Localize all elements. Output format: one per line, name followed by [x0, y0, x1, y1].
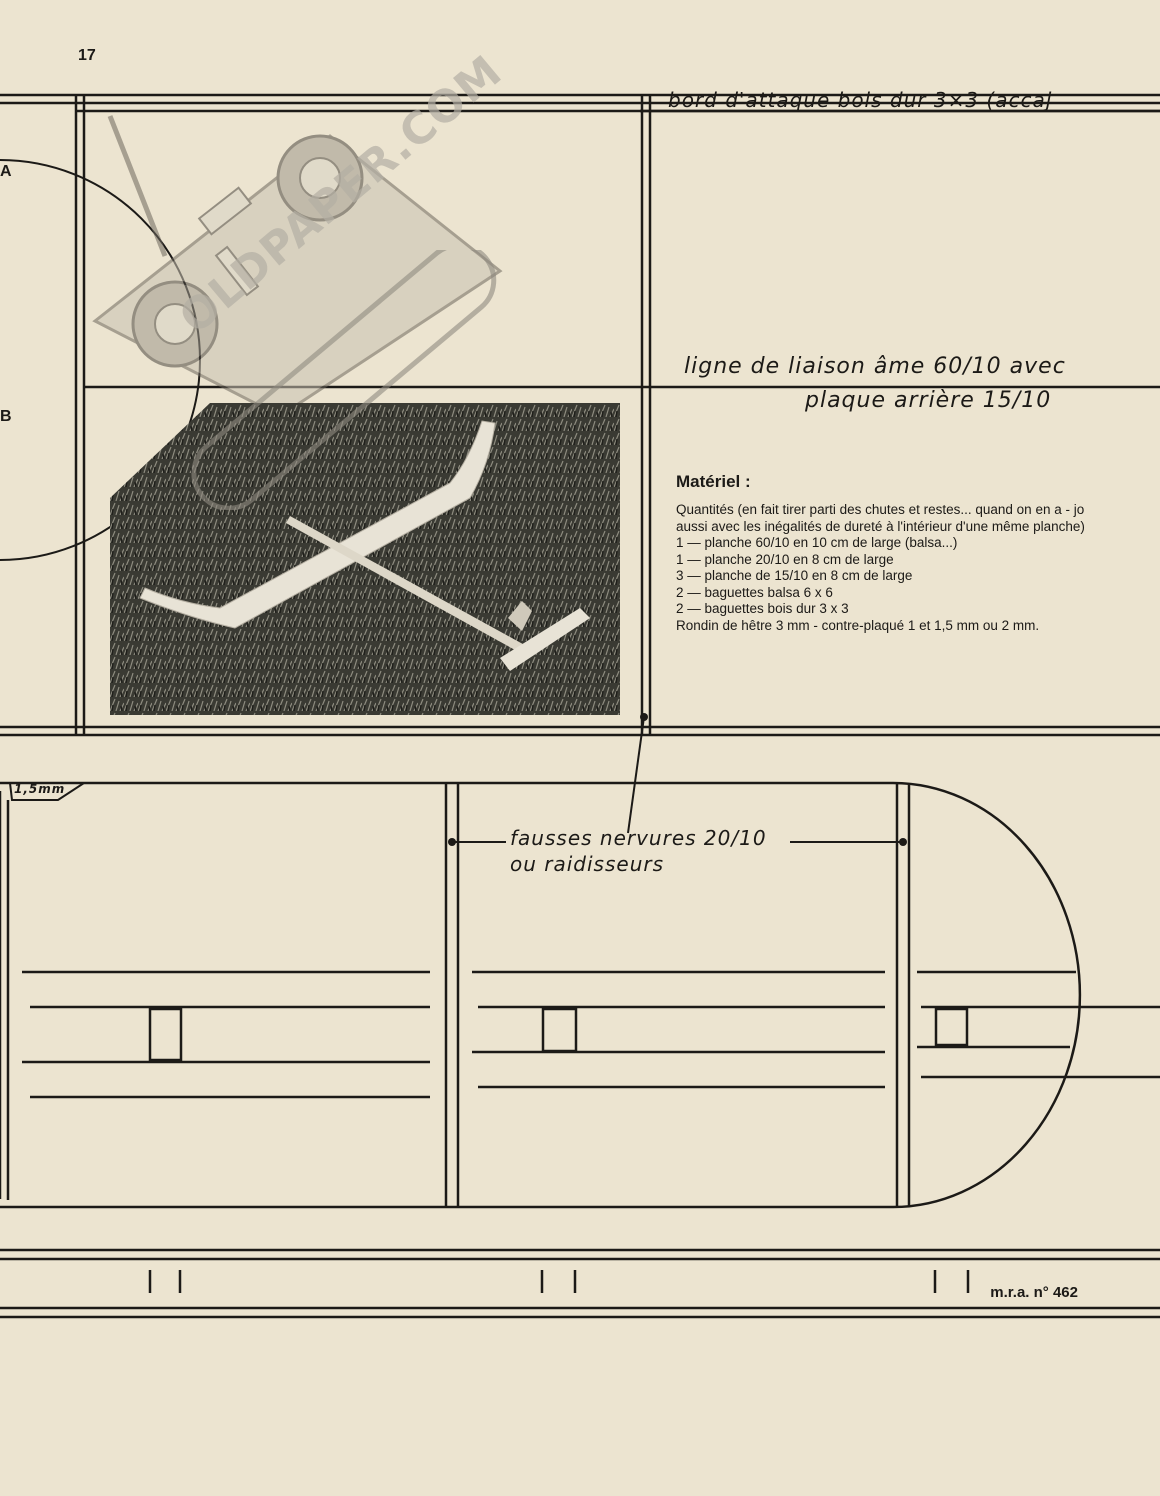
materiel-list: 1 — planche 60/10 en 10 cm de large (bal… — [676, 535, 1160, 618]
thickness-label: 1,5mm — [14, 782, 66, 796]
materiel-item: 3 — planche de 15/10 en 8 cm de large — [676, 568, 913, 583]
materiel-item: 1 — planche 20/10 en 8 cm de large — [676, 551, 894, 567]
materiel-item: 2 — baguettes bois dur 3 x 3 — [676, 601, 849, 616]
materiel-intro-line2: aussi avec les inégalités de dureté à l'… — [676, 518, 1085, 534]
materiel-intro-line1: Quantités (en fait tirer parti des chute… — [676, 502, 1085, 517]
page-number: 17 — [78, 47, 96, 64]
materiel-item: 1 — planche 60/10 en 10 cm de large (bal… — [676, 535, 958, 550]
materiel-item: 2 — baguettes balsa 6 x 6 — [676, 584, 833, 600]
glider-photo — [110, 403, 620, 715]
magazine-footer: m.r.a. n° 462 — [990, 1284, 1078, 1301]
nervures-note-line2: ou raidisseurs — [510, 852, 665, 876]
nervures-note-line1: fausses nervures 20/10 — [510, 826, 767, 850]
leading-edge-note: bord d'attaque bois dur 3×3 (accaj — [668, 88, 1053, 112]
edge-label-b: B — [0, 408, 12, 425]
materiel-footer-line: Rondin de hêtre 3 mm - contre-plaqué 1 e… — [676, 617, 1040, 633]
materiel-heading: Matériel : — [676, 472, 751, 491]
liaison-note-line1: ligne de liaison âme 60/10 avec — [684, 354, 1066, 379]
materiel-section: Matériel : Quantités (en fait tirer part… — [676, 472, 1160, 634]
edge-label-a: A — [0, 163, 12, 180]
liaison-note-line2: plaque arrière 15/10 — [805, 388, 1052, 413]
